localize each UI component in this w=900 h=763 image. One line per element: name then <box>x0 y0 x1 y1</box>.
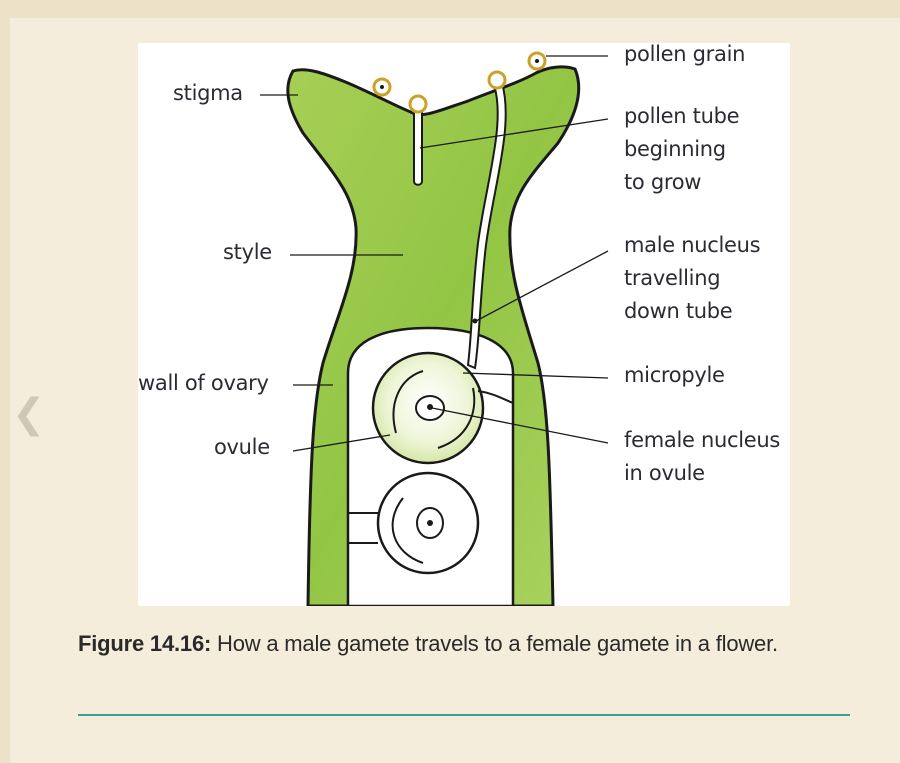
label-stigma: stigma <box>173 81 243 105</box>
integument-arc-left <box>392 370 424 434</box>
label-pollen-grain: pollen grain <box>624 43 746 66</box>
label-wall-of-ovary: wall of ovary <box>138 371 269 395</box>
label-style: style <box>223 240 272 264</box>
label-pollen-tube-1: pollen tube <box>624 104 740 128</box>
lower-integument-arc <box>391 497 424 564</box>
label-male-nucleus-2: travelling <box>624 266 721 290</box>
figure-caption: Figure 14.16: How a male gamete travels … <box>78 622 818 666</box>
long-pollen-tube <box>466 81 507 370</box>
label-ovule: ovule <box>214 435 270 459</box>
carpel-illustration <box>260 51 609 606</box>
pollen-grains <box>372 51 547 114</box>
divider <box>78 714 850 716</box>
short-pollen-tube <box>413 105 423 186</box>
female-nucleus-dot <box>427 404 433 410</box>
label-male-nucleus-3: down tube <box>624 299 733 323</box>
label-micropyle: micropyle <box>624 363 725 387</box>
integument-arc-right <box>437 387 476 449</box>
previous-button[interactable]: ❮ <box>12 392 46 436</box>
label-male-nucleus-1: male nucleus <box>624 233 761 257</box>
figure-pollination-diagram: stigma style wall of ovary ovule pollen … <box>138 43 790 606</box>
lower-nucleus-dot <box>427 520 433 526</box>
male-nucleus <box>472 318 478 324</box>
leader-lines <box>260 55 609 452</box>
caption-text: How a male gamete travels to a female ga… <box>211 631 778 656</box>
label-pollen-tube-2: beginning <box>624 137 726 161</box>
chevron-left-icon: ❮ <box>12 391 46 437</box>
label-female-nucleus-1: female nucleus <box>624 428 781 452</box>
label-pollen-tube-3: to grow <box>624 170 702 194</box>
label-female-nucleus-2: in ovule <box>624 461 705 485</box>
caption-label: Figure 14.16: <box>78 631 212 656</box>
lower-funicle <box>348 512 378 544</box>
upper-funicle <box>477 390 514 404</box>
